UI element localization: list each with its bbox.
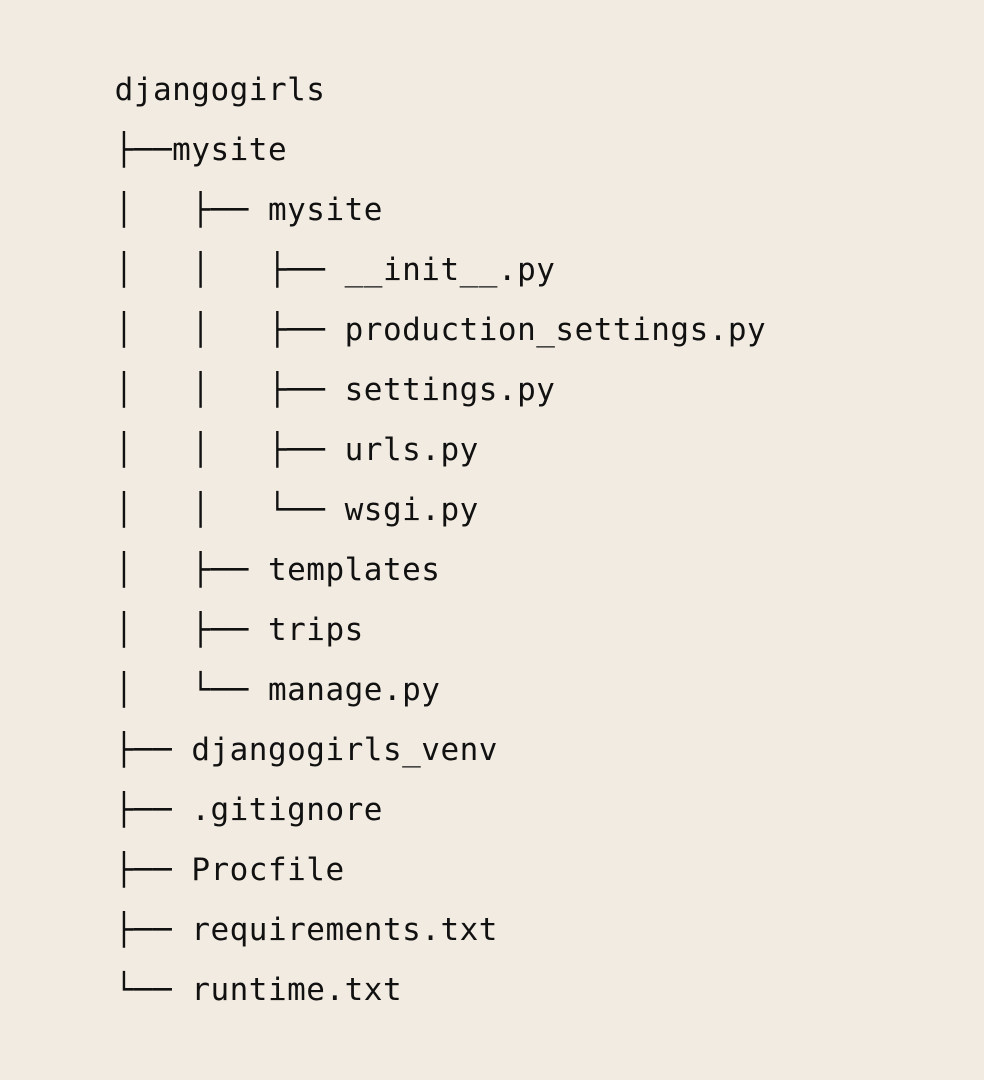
tree-branch: ├──	[114, 912, 192, 948]
tree-row: │ │ └── wsgi.py	[38, 420, 479, 528]
tree-row: ├── .gitignore	[38, 720, 383, 828]
tree-branch: │ │ ├──	[114, 252, 345, 288]
tree-item-label: settings.py	[344, 372, 556, 408]
tree-row: ├──mysite	[38, 60, 287, 168]
tree-item-label: djangogirls_venv	[191, 732, 498, 768]
tree-row: │ ├── templates	[38, 480, 440, 588]
tree-row: │ │ ├── urls.py	[38, 360, 479, 468]
tree-item-label: templates	[267, 552, 441, 588]
tree-branch: ├──	[114, 132, 173, 168]
tree-branch: │ │ └──	[114, 492, 345, 528]
tree-root: djangogirls	[38, 0, 325, 108]
tree-row: ├── djangogirls_venv	[38, 660, 498, 768]
tree-branch: │ ├──	[114, 612, 268, 648]
tree-row: │ │ ├── __init__.py	[38, 180, 555, 288]
tree-row: ├── Procfile	[38, 780, 345, 888]
tree-item-label: requirements.txt	[191, 912, 498, 948]
tree-item-label: mysite	[267, 192, 383, 228]
tree-row: └── runtime.txt	[38, 900, 402, 1008]
directory-tree: djangogirls ├──mysite │ ├── mysite │ │ ├…	[38, 0, 968, 1008]
tree-row: │ ├── mysite	[38, 120, 383, 228]
tree-branch: ├──	[114, 852, 192, 888]
tree-item-label: trips	[267, 612, 364, 648]
tree-row: │ │ ├── production_settings.py	[38, 240, 766, 348]
tree-branch: ├──	[114, 732, 192, 768]
tree-row: │ │ ├── settings.py	[38, 300, 555, 408]
tree-item-label: runtime.txt	[191, 972, 403, 1008]
tree-row: ├── requirements.txt	[38, 840, 498, 948]
tree-branch: │ │ ├──	[114, 432, 345, 468]
tree-branch: │ └──	[114, 672, 268, 708]
tree-item-label: urls.py	[344, 432, 479, 468]
tree-branch: │ ├──	[114, 552, 268, 588]
tree-item-label: mysite	[172, 132, 288, 168]
tree-branch: └──	[114, 972, 192, 1008]
tree-item-label: __init__.py	[344, 252, 556, 288]
tree-item-label: production_settings.py	[344, 312, 767, 348]
tree-row: │ ├── trips	[38, 540, 364, 648]
tree-item-label: manage.py	[267, 672, 441, 708]
tree-branch: │ │ ├──	[114, 372, 345, 408]
tree-item-label: wsgi.py	[344, 492, 479, 528]
tree-item-label: Procfile	[191, 852, 345, 888]
tree-branch: │ ├──	[114, 192, 268, 228]
tree-row: │ └── manage.py	[38, 600, 440, 708]
tree-root-label: djangogirls	[114, 72, 326, 108]
tree-branch: │ │ ├──	[114, 312, 345, 348]
tree-branch: ├──	[114, 792, 192, 828]
tree-item-label: .gitignore	[191, 792, 383, 828]
